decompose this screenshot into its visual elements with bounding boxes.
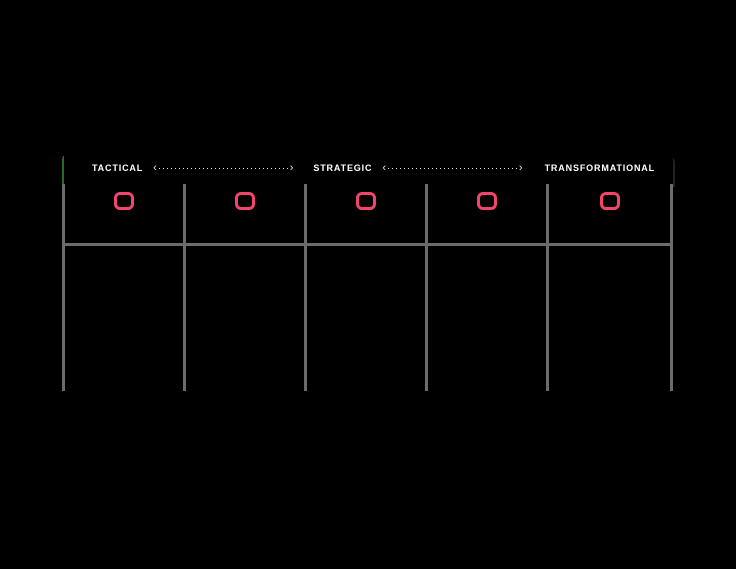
spectrum-connector-2: ‹ › <box>382 162 522 174</box>
cell-header-text <box>434 190 540 237</box>
matrix-cell-col2-row1[interactable] <box>186 184 307 246</box>
chevron-left-icon: ‹ <box>382 161 387 174</box>
rounded-square-icon <box>235 192 255 210</box>
dotted-line <box>158 167 288 169</box>
matrix-cell-col4-row2[interactable] <box>428 246 549 391</box>
cell-icon-container <box>428 192 546 210</box>
matrix-cell-col2-row2[interactable] <box>186 246 307 391</box>
matrix-cell-col5-row1[interactable] <box>549 184 670 246</box>
spectrum-label-strategic: STRATEGIC <box>313 163 373 173</box>
cell-body-text <box>313 252 419 385</box>
chevron-right-icon: › <box>518 161 523 174</box>
cell-header-text <box>555 190 664 237</box>
strategy-matrix: TACTICAL ‹ › STRATEGIC ‹ › TRANSFORMATIO… <box>62 152 673 391</box>
cell-icon-container <box>549 192 670 210</box>
matrix-grid <box>62 184 673 391</box>
spectrum-label-tactical: TACTICAL <box>92 163 144 173</box>
dotted-line <box>388 167 517 169</box>
cell-icon-container <box>65 192 183 210</box>
matrix-cell-col1-row2[interactable] <box>65 246 186 391</box>
matrix-cell-col4-row1[interactable] <box>428 184 549 246</box>
spectrum-header-bar: TACTICAL ‹ › STRATEGIC ‹ › TRANSFORMATIO… <box>62 152 673 184</box>
matrix-cell-col3-row2[interactable] <box>307 246 428 391</box>
spectrum-connector-1: ‹ › <box>153 162 293 174</box>
cell-body-text <box>192 252 298 385</box>
cell-icon-container <box>186 192 304 210</box>
matrix-cell-col5-row2[interactable] <box>549 246 670 391</box>
rounded-square-icon <box>477 192 497 210</box>
chevron-right-icon: › <box>289 161 294 174</box>
rounded-square-icon <box>356 192 376 210</box>
cell-body-text <box>434 252 540 385</box>
spectrum-label-transformational: TRANSFORMATIONAL <box>544 163 655 173</box>
cell-body-text <box>71 252 177 385</box>
matrix-cell-col3-row1[interactable] <box>307 184 428 246</box>
cell-icon-container <box>307 192 425 210</box>
cell-header-text <box>192 190 298 237</box>
cell-header-text <box>71 190 177 237</box>
cell-header-text <box>313 190 419 237</box>
rounded-square-icon <box>599 192 620 210</box>
chevron-left-icon: ‹ <box>153 161 157 174</box>
rounded-square-icon <box>114 192 134 210</box>
cell-body-text <box>555 252 664 385</box>
matrix-cell-col1-row1[interactable] <box>65 184 186 246</box>
